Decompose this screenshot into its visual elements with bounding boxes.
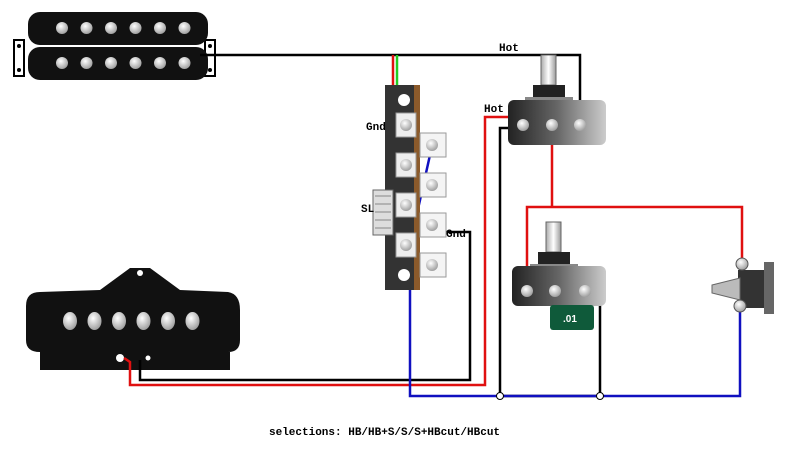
pole-piece bbox=[129, 57, 142, 69]
volume-pot bbox=[508, 54, 606, 145]
label-gnd-top: Gnd bbox=[366, 122, 386, 134]
pole-piece bbox=[112, 312, 126, 330]
label-gnd-side: Gnd bbox=[446, 229, 466, 241]
caption-selections: selections: HB/HB+S/S/S+HBcut/HBcut bbox=[269, 427, 500, 439]
pole-piece bbox=[56, 57, 68, 69]
pole-piece bbox=[80, 22, 93, 34]
pole-piece bbox=[136, 312, 151, 330]
pole-piece bbox=[105, 22, 117, 34]
pole-piece bbox=[161, 312, 175, 330]
pole-piece bbox=[154, 22, 166, 34]
pole-piece bbox=[129, 22, 142, 34]
pole-piece bbox=[56, 22, 68, 34]
pole-piece bbox=[87, 312, 102, 330]
wire-black-tele-ground bbox=[138, 230, 472, 382]
capacitor-value: .01 bbox=[563, 314, 577, 325]
label-hot-switch: Hot bbox=[484, 104, 504, 116]
output-jack bbox=[711, 257, 774, 314]
label-hot-volume: Hot bbox=[499, 43, 519, 55]
pole-piece bbox=[178, 57, 191, 69]
single-coil-pickup bbox=[26, 268, 240, 370]
tone-pot: .01 bbox=[512, 221, 606, 330]
pole-piece bbox=[178, 22, 191, 34]
pole-piece bbox=[185, 312, 200, 330]
pole-piece bbox=[63, 312, 77, 330]
capacitor bbox=[550, 305, 594, 330]
pole-piece bbox=[154, 57, 166, 69]
pole-piece bbox=[80, 57, 93, 69]
label-sl: SL bbox=[361, 204, 375, 216]
humbucker-pickup bbox=[13, 12, 216, 80]
wire-red-hot-tele bbox=[123, 115, 578, 387]
wire-black-humbucker bbox=[200, 53, 582, 120]
pickup-selector-switch bbox=[372, 85, 447, 290]
pole-piece bbox=[105, 57, 117, 69]
